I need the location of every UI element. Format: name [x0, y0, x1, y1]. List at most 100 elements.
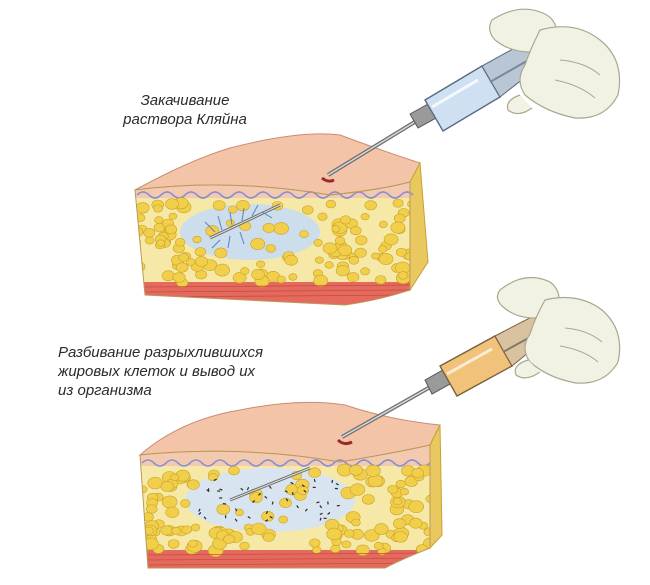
fat-cell: [262, 223, 275, 234]
fat-cell: [322, 242, 338, 255]
fat-cell: [341, 540, 352, 549]
fat-cell: [188, 539, 198, 548]
fat-cell: [135, 227, 144, 238]
fat-cell: [194, 247, 207, 257]
fat-cell: [265, 244, 276, 253]
tissue-block-top: [134, 133, 429, 306]
fat-cell: [175, 238, 186, 247]
fat-cell: [373, 542, 384, 550]
fat-fragment: [319, 517, 322, 521]
fat-cell: [178, 253, 189, 262]
fat-cell: [360, 267, 370, 276]
fat-cell: [390, 221, 406, 234]
fat-cell: [143, 228, 156, 238]
fat-cell: [175, 262, 189, 273]
fat-cell: [364, 529, 380, 542]
fat-cell: [299, 230, 309, 238]
fat-cell: [371, 252, 380, 260]
fat-cell: [335, 265, 350, 277]
caption-top-line1: Закачивание: [140, 92, 230, 109]
fat-cell: [262, 532, 275, 542]
block-side-top: [409, 161, 429, 292]
fat-cell: [309, 538, 321, 548]
fat-cell: [171, 527, 181, 535]
fat-cell: [135, 213, 146, 223]
fat-fragment: [292, 492, 294, 496]
fat-cell: [240, 267, 250, 275]
fat-cell: [392, 198, 404, 208]
fat-fragment: [235, 508, 238, 512]
fat-fragment: [285, 498, 289, 502]
fat-cell: [278, 515, 289, 524]
fat-cell: [378, 253, 394, 265]
dermis-wave-top: [136, 191, 414, 199]
fat-cell: [313, 239, 323, 247]
fat-fragment: [271, 501, 274, 505]
fat-cell: [180, 499, 191, 508]
fat-cell: [192, 235, 202, 244]
fat-fragment: [265, 510, 269, 515]
fat-cell: [360, 213, 370, 221]
fat-cell: [146, 504, 158, 514]
fat-cell: [313, 274, 329, 287]
fat-cell: [135, 237, 141, 248]
incision-top: [321, 176, 335, 183]
fat-cell: [378, 245, 388, 253]
fat-cell: [364, 200, 377, 211]
fat-fragment: [240, 487, 244, 491]
fat-cell: [232, 272, 247, 284]
fat-fragments-bottom: [198, 478, 340, 522]
fat-cell: [135, 249, 141, 257]
fat-cell: [398, 271, 409, 280]
fat-cell: [147, 476, 163, 490]
fat-cell: [227, 205, 238, 214]
fat-cell: [378, 220, 388, 228]
fat-fragment: [203, 516, 207, 520]
fat-cell: [387, 484, 399, 494]
fat-fragment: [303, 489, 307, 493]
fat-cell: [153, 204, 164, 213]
fat-cell: [302, 205, 314, 215]
fat-cell: [161, 495, 178, 509]
fat-cell: [350, 226, 362, 236]
fat-cell: [167, 539, 180, 549]
fat-fragment: [296, 505, 299, 509]
fat-cell: [164, 224, 178, 235]
fat-cell: [411, 467, 424, 479]
fat-cell: [399, 488, 410, 496]
fat-cell: [355, 235, 368, 246]
fat-fragment: [284, 490, 288, 493]
fat-cell: [276, 275, 286, 284]
fat-cell: [383, 233, 399, 246]
incision-bottom: [336, 438, 353, 446]
fat-cell: [361, 494, 375, 505]
fat-cell: [279, 497, 292, 509]
fat-cell: [296, 485, 309, 496]
fat-cell: [161, 270, 175, 282]
fat-cell: [273, 222, 289, 235]
fat-cell: [314, 256, 324, 264]
fat-cell: [348, 464, 363, 476]
fat-cell: [214, 263, 230, 277]
cannula-tip-bottom: [229, 466, 311, 502]
fat-cell: [236, 200, 250, 212]
fat-fragment: [269, 516, 273, 519]
fat-cell: [250, 238, 266, 251]
fat-cell: [365, 464, 381, 477]
caption-top-line2: раствора Кляйна: [123, 111, 247, 128]
fat-fragment: [198, 512, 202, 515]
fat-cell: [312, 546, 322, 554]
fat-cell: [140, 543, 148, 556]
fat-cell: [251, 268, 265, 280]
fat-fragment: [219, 488, 223, 491]
fat-cell: [228, 466, 240, 476]
block-side-bottom: [429, 424, 443, 550]
fat-cell: [324, 261, 334, 269]
gloved-hand-icon-top: [489, 8, 621, 119]
fat-cell: [330, 544, 341, 553]
fat-fragment: [234, 518, 238, 522]
fat-cell: [326, 527, 342, 541]
fat-fragment: [313, 478, 316, 483]
fat-fragment: [301, 484, 305, 488]
